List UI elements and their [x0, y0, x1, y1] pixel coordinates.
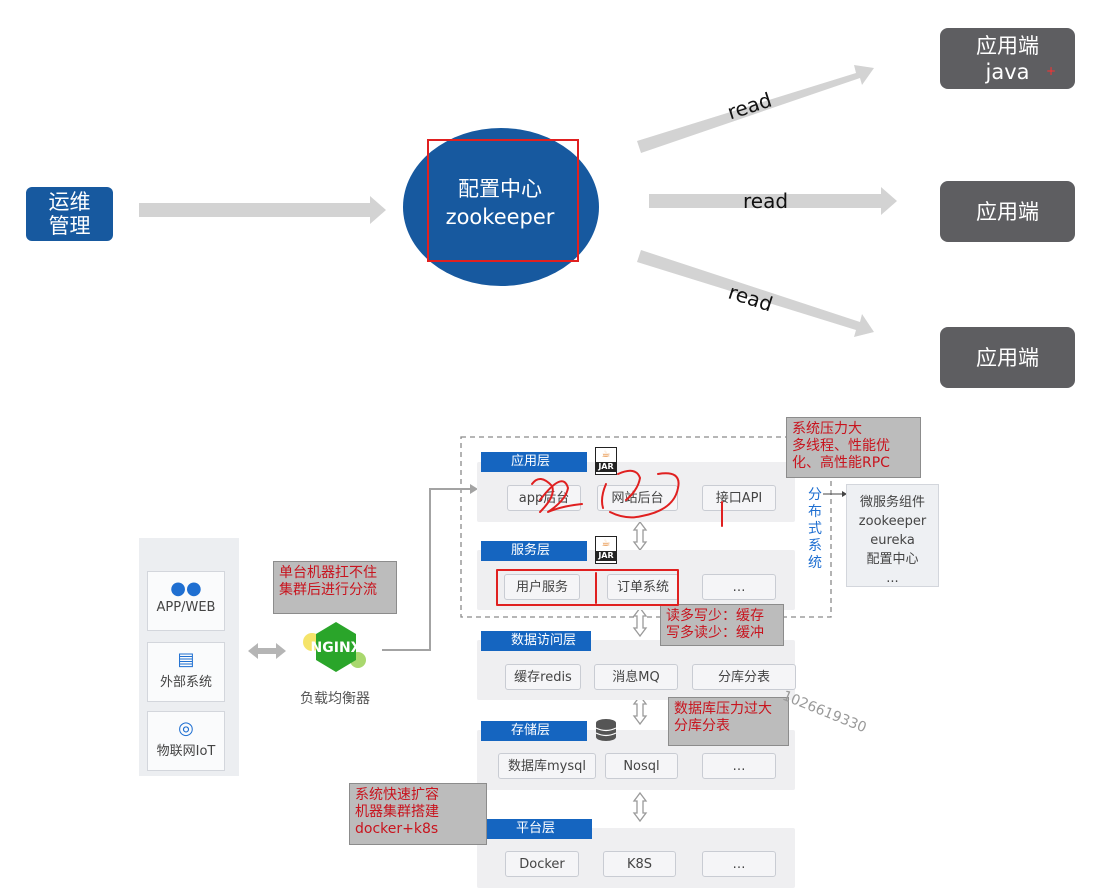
load-balancer-label: 负载均衡器 — [300, 691, 370, 707]
double-arrow-left — [248, 643, 286, 659]
card-iot-label: 物联网IoT — [156, 744, 216, 759]
platform-layer-title: 平台层 — [486, 819, 592, 839]
scribble-3 — [601, 483, 607, 509]
chip-user-service: 用户服务 — [504, 574, 580, 600]
jar-label-service: JAR — [596, 551, 616, 561]
chip-order-system: 订单系统 — [607, 574, 679, 600]
micro-line-1: 微服务组件 — [859, 495, 925, 510]
micro-arrowhead — [842, 491, 847, 497]
note-split-traffic: 单台机器扛不住 集群后进行分流 — [273, 561, 397, 614]
app-layer-title: 应用层 — [481, 452, 587, 472]
config-center-subtitle: zookeeper — [445, 205, 555, 229]
note-system-pressure: 系统压力大 多线程、性能优 化、高性能RPC — [786, 417, 921, 478]
micro-line-5: ... — [886, 571, 899, 586]
chip-message-mq: 消息MQ — [594, 664, 678, 690]
chip-nosql: Nosql — [605, 753, 678, 779]
chip-sharding: 分库分表 — [692, 664, 796, 690]
note-cache-text: 读多写少：缓存 写多读少：缓冲 — [666, 608, 764, 641]
chip-cache-redis: 缓存redis — [505, 664, 581, 690]
client-java: 应用端 java — [940, 28, 1075, 89]
highlight-service-box — [496, 569, 679, 606]
scribble-2 — [539, 480, 583, 513]
data-access-layer-title: 数据访问层 — [481, 631, 591, 651]
client-2: 应用端 — [940, 181, 1075, 242]
chip-storage-more: … — [702, 753, 776, 779]
scribble-5 — [609, 472, 680, 519]
arrow-to-client-1 — [637, 65, 874, 153]
card-app-web: ●● APP/WEB — [147, 571, 225, 631]
note-split-text: 单台机器扛不住 集群后进行分流 — [279, 565, 377, 598]
arrow-to-client-2 — [649, 187, 897, 215]
users-icon: ●● — [170, 578, 202, 599]
client-3-title: 应用端 — [976, 345, 1039, 370]
client-3: 应用端 — [940, 327, 1075, 388]
storage-layer-title: 存储层 — [481, 721, 587, 741]
scribble-4 — [617, 469, 641, 501]
nginx-logo-text: NGINX — [311, 640, 362, 656]
globe-icon: ◎ — [178, 718, 194, 739]
nginx-logo: NGINX — [303, 622, 366, 672]
jar-icon-service: ☕JAR — [595, 536, 617, 564]
jar-label-app: JAR — [596, 462, 616, 472]
server-icon: ▤ — [177, 649, 195, 670]
chip-service-more: … — [702, 574, 776, 600]
note-db-pressure: 数据库压力过大 分库分表 — [668, 697, 789, 746]
red-plus-marker: + — [1046, 64, 1057, 78]
nginx-to-app-arrowhead — [470, 484, 478, 494]
note-scale-text: 系统快速扩容 机器集群搭建 docker+k8s — [355, 787, 439, 837]
config-center-title: 配置中心 — [458, 177, 542, 201]
note-pressure-text: 系统压力大 多线程、性能优 化、高性能RPC — [792, 421, 890, 471]
micro-line-2: zookeeper — [858, 514, 927, 529]
chip-docker: Docker — [505, 851, 579, 877]
nginx-to-app-line — [382, 488, 470, 651]
chip-api: 接口API — [702, 485, 776, 511]
arrow-ops-to-center — [139, 196, 386, 224]
jar-icon-app: ☕JAR — [595, 447, 617, 475]
layer-arrows — [632, 520, 648, 823]
database-icon — [595, 719, 617, 741]
client-java-title: 应用端 — [976, 33, 1039, 58]
card-external-system: ▤ 外部系统 — [147, 642, 225, 702]
card-app-web-label: APP/WEB — [156, 600, 216, 615]
distributed-system-frame — [460, 436, 832, 618]
read-label-2: read — [743, 189, 789, 213]
note-cache-buffer: 读多写少：缓存 写多读少：缓冲 — [660, 604, 784, 646]
micro-line-4: 配置中心 — [866, 552, 919, 567]
arrow-to-client-3 — [637, 250, 874, 337]
card-iot: ◎ 物联网IoT — [147, 711, 225, 771]
note-scale-out: 系统快速扩容 机器集群搭建 docker+k8s — [349, 783, 487, 845]
client-java-lang: java — [985, 59, 1030, 84]
microservice-components-card: 微服务组件 zookeeper eureka 配置中心 ... — [846, 484, 939, 587]
highlight-rectangle — [427, 139, 579, 262]
ops-management-box: 运维 管理 — [26, 187, 113, 241]
config-center-label: 配置中心 zookeeper — [400, 175, 600, 231]
client-2-title: 应用端 — [976, 199, 1039, 224]
chip-platform-more: … — [702, 851, 776, 877]
chip-website-backend: 网站后台 — [597, 485, 678, 511]
micro-line-3: eureka — [870, 533, 915, 548]
chip-k8s: K8S — [603, 851, 676, 877]
config-center-ellipse — [403, 128, 599, 286]
card-external-label: 外部系统 — [159, 675, 212, 690]
note-db-text: 数据库压力过大 分库分表 — [674, 701, 772, 734]
service-layer-title: 服务层 — [481, 541, 587, 561]
chip-mysql: 数据库mysql — [498, 753, 596, 779]
distributed-system-label: 分布式系统 — [808, 487, 822, 571]
